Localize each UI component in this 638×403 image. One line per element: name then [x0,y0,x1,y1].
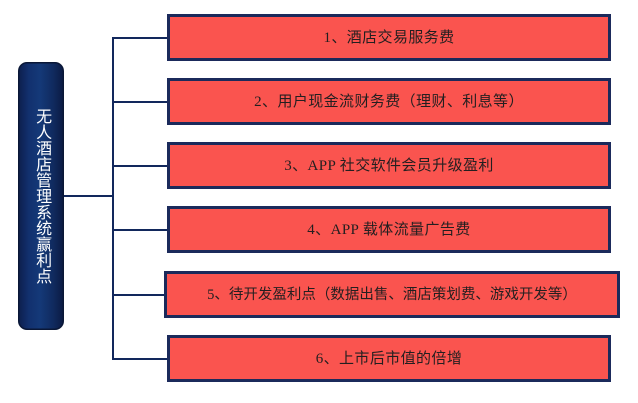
connector-branch-6 [112,358,169,360]
item-label-4: 4、APP 载体流量广告费 [307,221,471,238]
connector-trunk [112,37,114,360]
item-label-6: 6、上市后市值的倍增 [315,350,463,367]
root-node-profit-points[interactable]: 无人酒店管理系统赢利点 [18,62,64,330]
item-label-1: 1、酒店交易服务费 [323,29,455,46]
root-node-label: 无人酒店管理系统赢利点 [33,108,51,284]
item-label-3: 3、APP 社交软件会员升级盈利 [284,157,494,174]
connector-branch-5 [112,294,166,296]
item-box-5[interactable]: 5、待开发盈利点（数据出售、酒店策划费、游戏开发等） [164,271,620,318]
connector-branch-2 [112,101,169,103]
connector-branch-4 [112,229,169,231]
connector-root-stub [64,195,114,197]
item-label-5: 5、待开发盈利点（数据出售、酒店策划费、游戏开发等） [207,286,577,303]
connector-branch-3 [112,165,169,167]
item-label-2: 2、用户现金流财务费（理财、利息等） [254,93,524,110]
item-box-2[interactable]: 2、用户现金流财务费（理财、利息等） [167,78,611,125]
item-box-3[interactable]: 3、APP 社交软件会员升级盈利 [167,142,611,189]
connector-branch-1 [112,37,169,39]
item-box-1[interactable]: 1、酒店交易服务费 [167,14,611,61]
item-box-6[interactable]: 6、上市后市值的倍增 [167,335,611,382]
item-box-4[interactable]: 4、APP 载体流量广告费 [167,206,611,253]
